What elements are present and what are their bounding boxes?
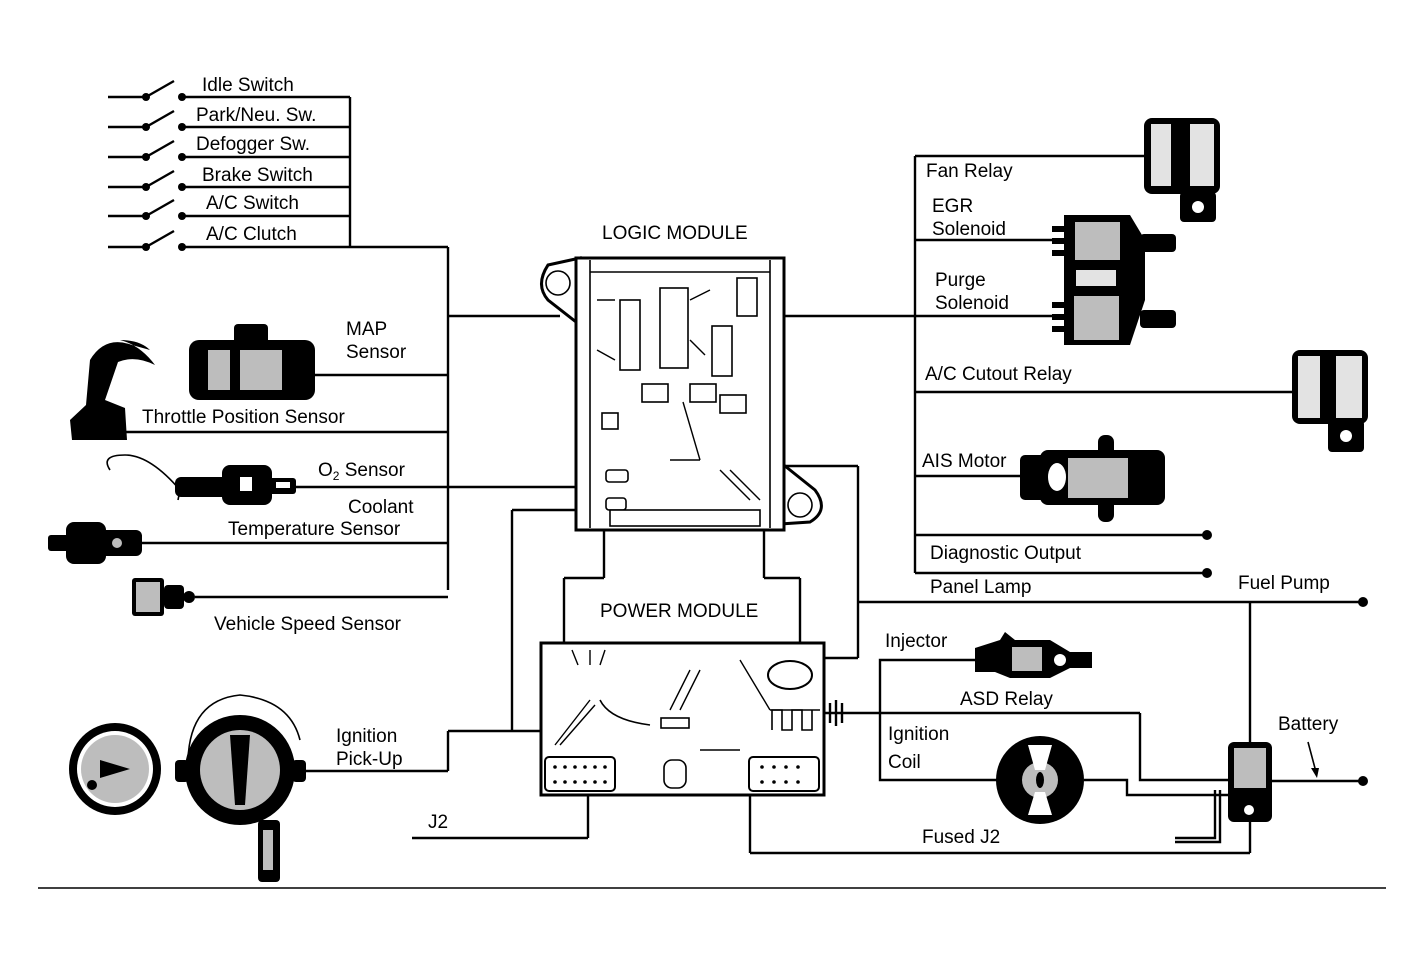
label-egr-line2: Solenoid <box>932 219 1006 240</box>
switch-symbol-park-neutral <box>108 109 186 131</box>
label-ignition-coil-line1: Ignition <box>888 724 949 745</box>
fan-relay-icon <box>1144 118 1220 222</box>
label-j2: J2 <box>428 812 448 833</box>
battery-arrow-icon <box>1307 741 1319 778</box>
label-panel-lamp: Panel Lamp <box>930 577 1031 598</box>
switch-symbol-ac <box>108 198 186 220</box>
label-fuel-pump: Fuel Pump <box>1238 573 1330 594</box>
label-coolant-line1: Coolant <box>348 497 414 518</box>
label-egr-line1: EGR <box>932 196 973 217</box>
label-park-neutral-switch: Park/Neu. Sw. <box>196 105 316 126</box>
label-ac-clutch: A/C Clutch <box>206 224 297 245</box>
distributor-rotor-icon <box>69 723 161 815</box>
o2-suffix: Sensor <box>339 460 405 481</box>
ac-cutout-relay-icon <box>1292 350 1368 452</box>
power-module-title: POWER MODULE <box>600 601 758 622</box>
label-ac-cutout-relay: A/C Cutout Relay <box>925 364 1072 385</box>
switch-bus <box>182 95 450 590</box>
ais-motor-icon <box>1020 435 1165 522</box>
logic-module <box>540 256 823 532</box>
map-sensor-icon <box>189 324 315 400</box>
label-ignition-pickup-line2: Pick-Up <box>336 749 403 770</box>
label-brake-switch: Brake Switch <box>202 165 313 186</box>
label-fused-j2: Fused J2 <box>922 827 1000 848</box>
switch-symbol-brake <box>108 169 186 191</box>
label-ignition-pickup-line1: Ignition <box>336 726 397 747</box>
label-ignition-coil-line2: Coil <box>888 752 921 773</box>
ignition-coil-icon <box>996 736 1084 824</box>
logic-module-title: LOGIC MODULE <box>602 223 748 244</box>
vehicle-speed-sensor-icon <box>132 578 195 616</box>
label-battery: Battery <box>1278 714 1339 735</box>
label-coolant-line2: Temperature Sensor <box>228 519 401 540</box>
coolant-temperature-sensor-icon <box>48 522 142 564</box>
throttle-position-sensor-icon <box>70 340 155 440</box>
switch-inputs: Idle Switch Park/Neu. Sw. Defogger Sw. B… <box>108 75 450 590</box>
label-map-sensor-line2: Sensor <box>346 342 407 363</box>
sensor-wiring <box>125 314 575 599</box>
switch-symbol-defogger <box>108 139 186 161</box>
label-purge-line1: Purge <box>935 270 986 291</box>
ignition-pickup-icon <box>175 694 306 882</box>
o2-prefix: O <box>318 460 333 481</box>
label-map-sensor-line1: MAP <box>346 319 387 340</box>
label-throttle-position-sensor: Throttle Position Sensor <box>142 407 345 428</box>
label-injector: Injector <box>885 631 948 652</box>
module-interconnect <box>510 464 860 731</box>
o2-subscript: 2 <box>333 469 340 483</box>
battery-junction-icon <box>1228 742 1272 822</box>
power-module-wiring <box>412 700 1252 855</box>
injector-icon <box>975 632 1092 678</box>
label-idle-switch: Idle Switch <box>202 75 294 96</box>
asd-relay-block-wiring <box>1084 602 1368 844</box>
label-diagnostic-output: Diagnostic Output <box>930 543 1082 564</box>
output-bus <box>858 154 1368 607</box>
switch-symbol-ac-clutch <box>108 229 186 251</box>
o2-sensor-icon <box>106 454 296 505</box>
label-purge-line2: Solenoid <box>935 293 1009 314</box>
switch-symbol-idle <box>108 79 186 101</box>
label-defogger-switch: Defogger Sw. <box>196 134 310 155</box>
label-o2-sensor: O2 Sensor <box>318 460 406 483</box>
label-vehicle-speed-sensor: Vehicle Speed Sensor <box>214 614 402 635</box>
label-asd-relay: ASD Relay <box>960 689 1053 710</box>
egr-purge-solenoid-icon <box>1052 215 1176 345</box>
label-fan-relay: Fan Relay <box>926 161 1013 182</box>
power-module <box>539 641 826 797</box>
injector-coil-wire <box>878 658 1000 782</box>
label-ac-switch: A/C Switch <box>206 193 299 214</box>
label-ais-motor: AIS Motor <box>922 451 1007 472</box>
